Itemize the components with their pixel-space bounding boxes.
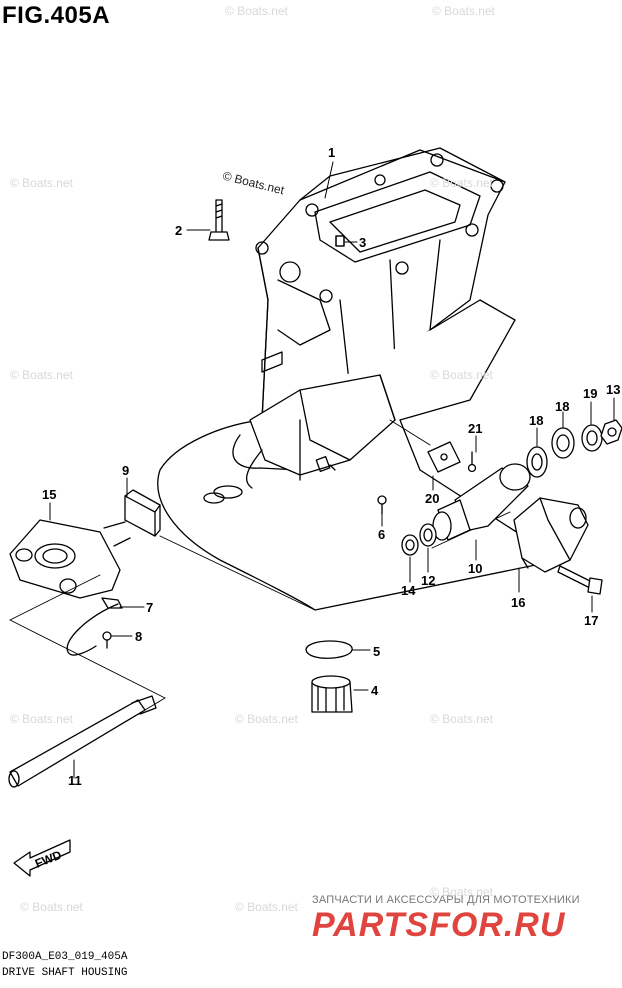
watermark: © Boats.net bbox=[10, 368, 73, 382]
watermark: © Boats.net bbox=[430, 712, 493, 726]
watermark: © Boats.net bbox=[235, 712, 298, 726]
callout-13: 13 bbox=[606, 382, 621, 397]
bushing-part-10 bbox=[432, 463, 531, 541]
clamp-part-16 bbox=[513, 497, 589, 573]
watermark: © Boats.net bbox=[10, 712, 73, 726]
drive-shaft-housing bbox=[157, 147, 561, 611]
bracket-part-15 bbox=[9, 519, 121, 599]
callout-5: 5 bbox=[373, 644, 381, 659]
watermark: © Boats.net bbox=[430, 885, 493, 899]
callout-20: 20 bbox=[425, 491, 440, 506]
callout-17: 17 bbox=[584, 613, 599, 628]
bolt-part-17 bbox=[557, 565, 603, 595]
washer-part-12 bbox=[419, 523, 437, 547]
grommet-part-4 bbox=[311, 675, 353, 713]
callout-4: 4 bbox=[371, 683, 379, 698]
seal-part-3 bbox=[335, 235, 345, 247]
callout-16: 16 bbox=[511, 595, 526, 610]
callout-2: 2 bbox=[175, 223, 183, 238]
clamp-part-7 bbox=[66, 597, 123, 656]
figure-title: FIG.405A bbox=[2, 2, 111, 29]
callout-15: 15 bbox=[42, 487, 57, 502]
callout-19: 19 bbox=[583, 386, 598, 401]
screw-part-21 bbox=[467, 451, 477, 473]
watermark: © Boats.net bbox=[235, 900, 298, 914]
bolt-part-2 bbox=[208, 199, 230, 241]
bolt-part-8 bbox=[102, 631, 112, 649]
callout-11: 11 bbox=[68, 773, 82, 788]
fwd-label: FWD bbox=[33, 847, 64, 870]
screw-part-6 bbox=[377, 495, 387, 515]
figure-code: DF300A_E03_019_405A bbox=[2, 951, 128, 963]
brand-tagline: ЗАПЧАСТИ И АКСЕССУАРЫ ДЛЯ МОТОТЕХНИКИ bbox=[312, 894, 580, 906]
brand-logo: PARTSFOR.RU bbox=[312, 906, 566, 944]
callout-12: 12 bbox=[421, 573, 436, 588]
washer-part-14 bbox=[401, 534, 419, 556]
callout-6: 6 bbox=[378, 527, 386, 542]
plate-part-20 bbox=[427, 441, 461, 473]
watermark: © Boats.net bbox=[10, 176, 73, 190]
drive-shaft-part-11 bbox=[8, 695, 157, 788]
watermark: © Boats.net bbox=[432, 4, 495, 18]
fwd-arrow: FWD bbox=[13, 839, 71, 877]
washer-part-18b bbox=[551, 427, 575, 459]
callout-18a: 18 bbox=[529, 413, 544, 428]
watermark: © Boats.net bbox=[20, 900, 83, 914]
watermark: © Boats.net bbox=[430, 368, 493, 382]
circlip-part-5 bbox=[305, 640, 353, 659]
callout-9: 9 bbox=[122, 463, 130, 478]
callout-1: 1 bbox=[328, 145, 336, 160]
washer-part-19 bbox=[581, 424, 603, 452]
callout-leaders bbox=[49, 161, 615, 779]
watermark: © Boats.net bbox=[430, 176, 493, 190]
callout-7: 7 bbox=[146, 600, 154, 615]
washer-part-18a bbox=[526, 446, 548, 478]
nut-part-13 bbox=[600, 419, 622, 445]
callout-18b: 18 bbox=[555, 399, 570, 414]
callout-21: 21 bbox=[468, 421, 483, 436]
sensor-part-9 bbox=[103, 489, 161, 547]
callout-10: 10 bbox=[468, 561, 483, 576]
callout-14: 14 bbox=[401, 583, 416, 598]
watermark: © Boats.net bbox=[225, 4, 288, 18]
figure-name: DRIVE SHAFT HOUSING bbox=[2, 967, 128, 979]
callout-3: 3 bbox=[359, 235, 367, 250]
callout-8: 8 bbox=[135, 629, 143, 644]
